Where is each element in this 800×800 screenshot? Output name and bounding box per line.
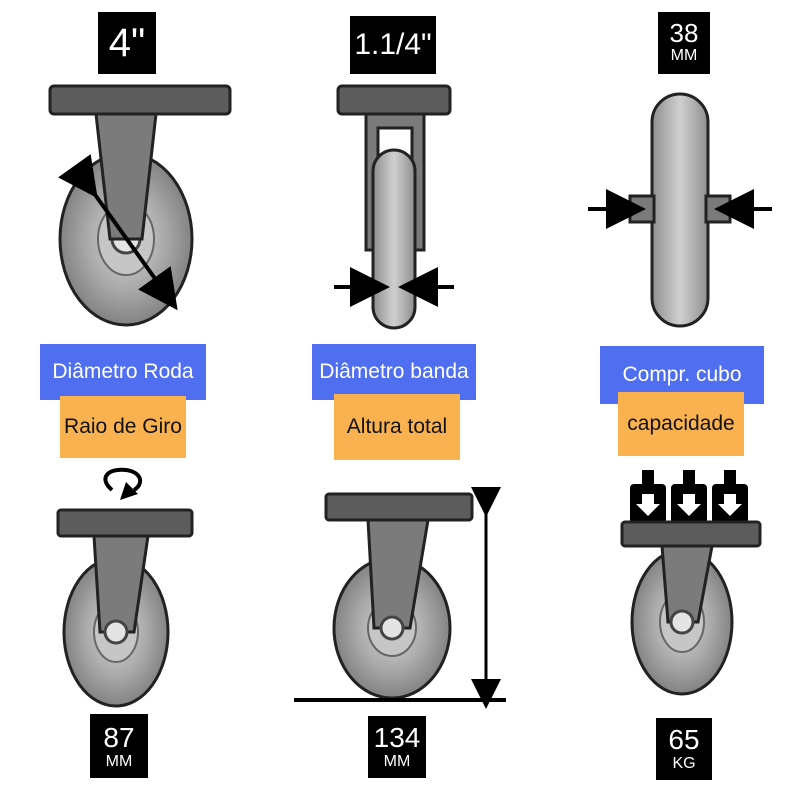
caster-overall-height xyxy=(294,487,506,709)
hub-length-unit: MM xyxy=(670,47,698,64)
overall-height-unit: MM xyxy=(383,753,411,770)
caster-swivel-radius xyxy=(56,467,194,708)
load-capacity-value-tag: 65 KG xyxy=(656,718,712,780)
wheel-diameter-value-tag: 4" xyxy=(98,12,156,74)
load-capacity-unit: KG xyxy=(672,755,696,772)
diameter-arrow xyxy=(58,154,178,311)
overall-height-value-tag: 134 MM xyxy=(368,716,426,778)
wheel-diameter-value: 4" xyxy=(108,21,146,65)
tread-width-value-tag: 1.1/4" xyxy=(350,16,436,74)
caster-side-view-wheel-diameter xyxy=(48,84,232,327)
load-capacity-label: capacidade xyxy=(618,392,744,456)
overall-height-value: 134 xyxy=(373,722,421,753)
wheel-diameter-label: Diâmetro Roda xyxy=(40,344,206,400)
hub-length-value: 38 xyxy=(669,18,699,48)
swivel-radius-value-tag: 87 MM xyxy=(90,714,148,778)
tread-width-value: 1.1/4" xyxy=(354,28,432,61)
hub-length-value-tag: 38 MM xyxy=(658,12,710,74)
tread-width-label: Diâmetro banda xyxy=(312,344,476,400)
swivel-radius-value: 87 xyxy=(103,722,135,753)
load-capacity-value: 65 xyxy=(668,724,700,755)
swivel-radius-unit: MM xyxy=(105,753,133,770)
caster-load-capacity xyxy=(620,470,762,696)
overall-height-label: Altura total xyxy=(334,394,460,460)
caster-front-view-tread-width xyxy=(334,84,454,330)
swivel-radius-label: Raio de Giro xyxy=(60,396,186,458)
wheel-front-view-hub-length xyxy=(588,92,772,328)
weight-icon xyxy=(630,470,748,524)
rotation-arrow-icon xyxy=(103,467,143,492)
